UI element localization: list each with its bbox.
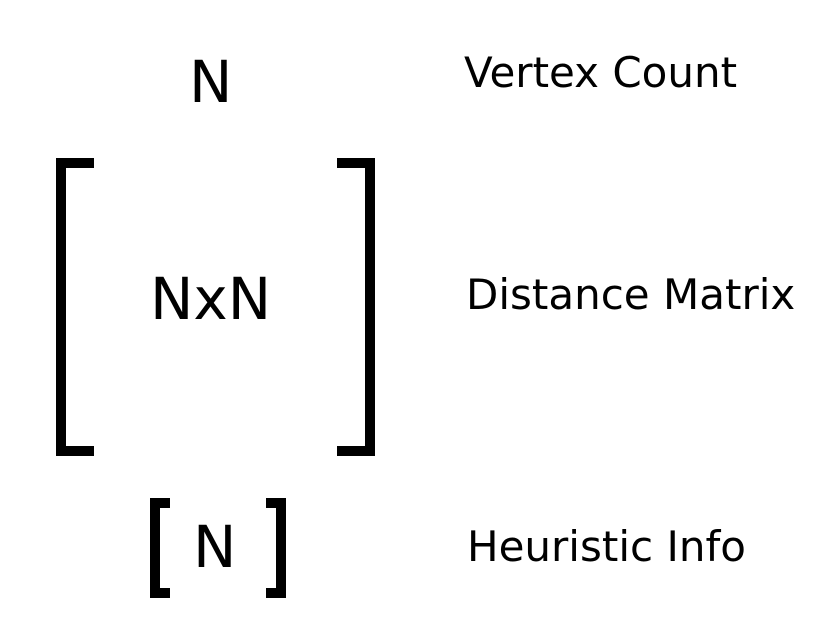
vector-right-bracket <box>266 498 286 598</box>
vertex-count-label: Vertex Count <box>464 48 738 97</box>
heuristic-info-label: Heuristic Info <box>467 522 746 571</box>
heuristic-info-symbol: N <box>193 513 237 581</box>
matrix-right-bracket <box>337 158 375 456</box>
vertex-count-symbol: N <box>189 48 233 116</box>
distance-matrix-symbol: NxN <box>150 265 272 333</box>
distance-matrix-label: Distance Matrix <box>466 270 796 319</box>
vector-left-bracket <box>150 498 170 598</box>
matrix-left-bracket <box>56 158 94 456</box>
